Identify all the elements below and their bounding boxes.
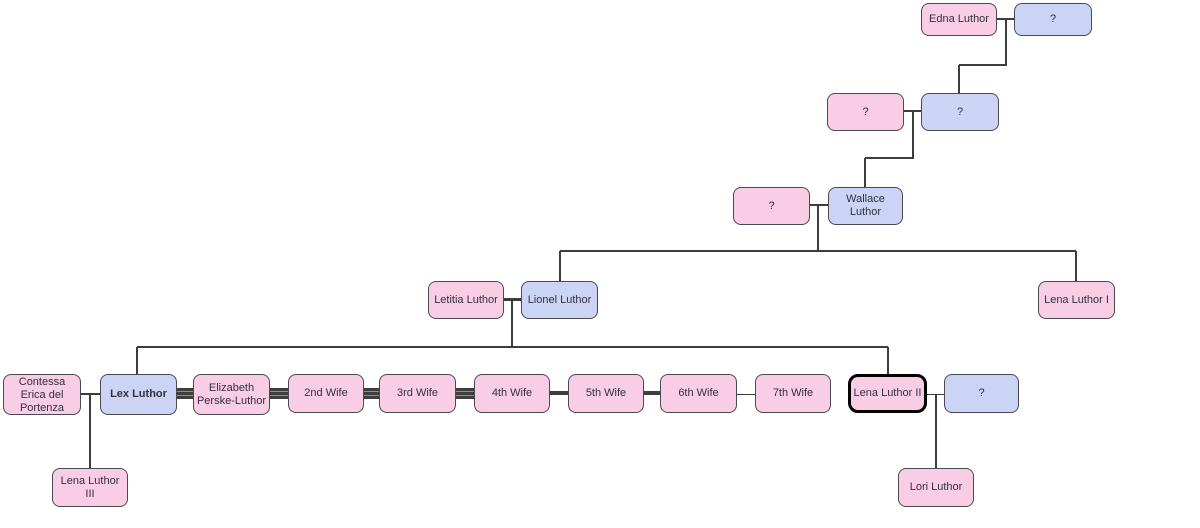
person-box-lori[interactable]: Lori Luthor [898,468,974,507]
marriage-line [270,388,288,399]
marriage-line [81,393,100,395]
person-box-lena-3[interactable]: Lena Luthor III [52,468,128,507]
person-box-ggm-unknown[interactable]: ? [827,93,904,131]
descent-line [136,347,138,374]
marriage-line [364,388,379,399]
person-box-wife-3[interactable]: 3rd Wife [379,374,456,413]
person-box-wallace[interactable]: Wallace Luthor [828,187,903,225]
person-label: ? [768,199,775,212]
person-label: Lena Luthor II [853,387,922,399]
marriage-line [177,388,193,399]
marriage-line [737,394,755,395]
person-label: 5th Wife [585,387,627,399]
descent-line [935,395,937,468]
person-box-contessa[interactable]: Contessa Erica del Portenza [3,374,81,415]
person-label: Elizabeth Perske-Luthor [196,381,267,407]
person-label: ? [862,105,869,118]
person-box-lex[interactable]: Lex Luthor [100,374,177,415]
person-label: Wallace Luthor [846,193,885,218]
marriage-line [550,391,568,395]
person-label: Lionel Luthor [527,293,592,306]
person-box-lena-1[interactable]: Lena Luthor I [1038,281,1115,319]
marriage-line [927,394,944,395]
person-box-lena-2-spouse[interactable]: ? [944,374,1019,413]
person-label: ? [978,387,985,399]
descent-line [559,251,561,281]
person-box-edna-spouse[interactable]: ? [1014,3,1092,36]
descent-line [89,395,91,468]
person-box-wife-6[interactable]: 6th Wife [660,374,737,413]
person-label: Lori Luthor [909,481,963,493]
person-label: Lena Luthor III [60,474,120,500]
descent-line [1005,19,1007,65]
person-box-wife-5[interactable]: 5th Wife [568,374,644,413]
person-label: Letitia Luthor [434,293,498,306]
person-box-wife-2[interactable]: 2nd Wife [288,374,364,413]
person-box-wife-7[interactable]: 7th Wife [755,374,831,413]
person-label: ? [956,105,964,118]
descent-line [912,111,914,158]
person-label: Edna Luthor [929,13,989,25]
descent-line [864,158,866,187]
descent-line [511,299,513,347]
descent-line [959,64,1007,66]
person-box-letitia[interactable]: Letitia Luthor [428,281,504,319]
person-label: Contessa Erica del Portenza [18,376,66,414]
person-label: 3rd Wife [397,387,438,399]
sibling-bar [560,250,1076,252]
person-label: 4th Wife [491,387,533,399]
marriage-line [456,388,474,399]
person-box-elizabeth[interactable]: Elizabeth Perske-Luthor [193,374,270,415]
person-label: Lex Luthor [110,388,167,400]
person-label: 6th Wife [678,387,719,399]
marriage-line [644,391,660,395]
person-box-lionel[interactable]: Lionel Luthor [521,281,598,319]
person-label: 2nd Wife [304,387,348,399]
person-label: 7th Wife [772,387,814,399]
descent-line [958,65,960,93]
descent-line [865,157,914,159]
person-box-gm-unknown[interactable]: ? [733,187,810,225]
person-box-wife-4[interactable]: 4th Wife [474,374,550,413]
descent-line [817,205,819,251]
descent-line [887,347,889,374]
person-label: Lena Luthor I [1044,293,1109,306]
marriage-line [810,204,828,206]
person-box-lena-2[interactable]: Lena Luthor II [848,374,927,413]
person-box-edna[interactable]: Edna Luthor [921,3,997,36]
person-label: ? [1049,13,1057,25]
descent-line [1075,251,1077,281]
person-box-ggf-unknown[interactable]: ? [921,93,999,131]
sibling-bar [137,346,888,348]
